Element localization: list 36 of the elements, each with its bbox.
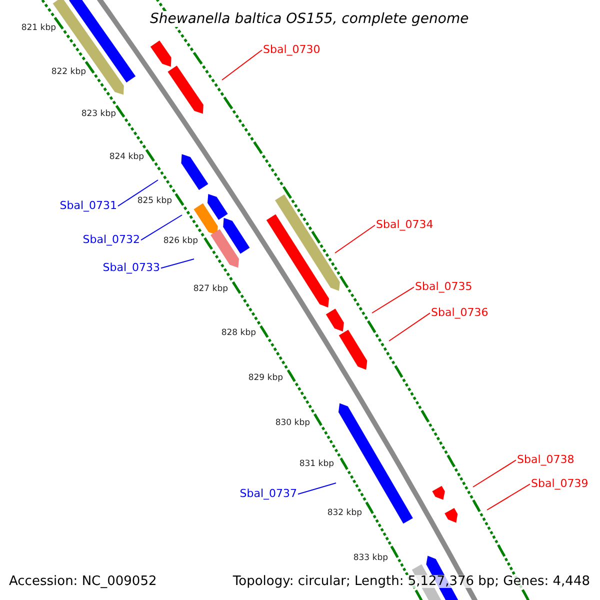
gene-label: Sbal_0735 [415, 281, 472, 292]
leader-line [140, 214, 182, 241]
scale-label: 823 kbp [81, 110, 116, 118]
gene-label: Sbal_0737 [240, 488, 297, 499]
scale-label: 831 kbp [299, 460, 334, 468]
gene-label: Sbal_0731 [60, 200, 117, 211]
leader-line [486, 484, 530, 510]
leader-line [472, 460, 516, 488]
leader-line [222, 50, 262, 80]
scale-label: 821 kbp [21, 24, 56, 32]
gene-label: Sbal_0730 [263, 44, 320, 55]
gene-label: Sbal_0733 [102, 262, 160, 273]
genome-info-text: Topology: circular; Length: 5,127,376 bp; Genes: 4,448 [232, 575, 590, 588]
leader-line [298, 482, 336, 495]
scale-label: 825 kbp [137, 197, 172, 206]
gene-label: Sbal_0736 [431, 307, 488, 318]
scale-label: 833 kbp [353, 554, 388, 562]
scale-label: 827 kbp [193, 285, 228, 294]
gene-label: Sbal_0732 [82, 234, 140, 245]
map-title: Shewanella baltica OS155, complete genome [148, 11, 471, 27]
scale-label: 832 kbp [327, 509, 362, 518]
scale-label: 824 kbp [109, 153, 144, 162]
gene-label: Sbal_0734 [376, 219, 434, 230]
leader-line [388, 312, 430, 342]
leader-line [118, 180, 158, 207]
leader-line [160, 258, 194, 269]
scale-label: 822 kbp [51, 68, 86, 76]
scale-label: 829 kbp [248, 374, 283, 382]
gene-label: Sbal_0739 [531, 478, 588, 489]
scale-label: 830 kbp [275, 419, 310, 428]
leader-line [372, 286, 414, 314]
scale-label: 828 kbp [221, 329, 256, 338]
gene-label: Sbal_0738 [517, 454, 574, 465]
leader-line [334, 224, 376, 254]
accession-text: Accession: NC_009052 [9, 575, 157, 588]
scale-label: 826 kbp [163, 237, 198, 246]
